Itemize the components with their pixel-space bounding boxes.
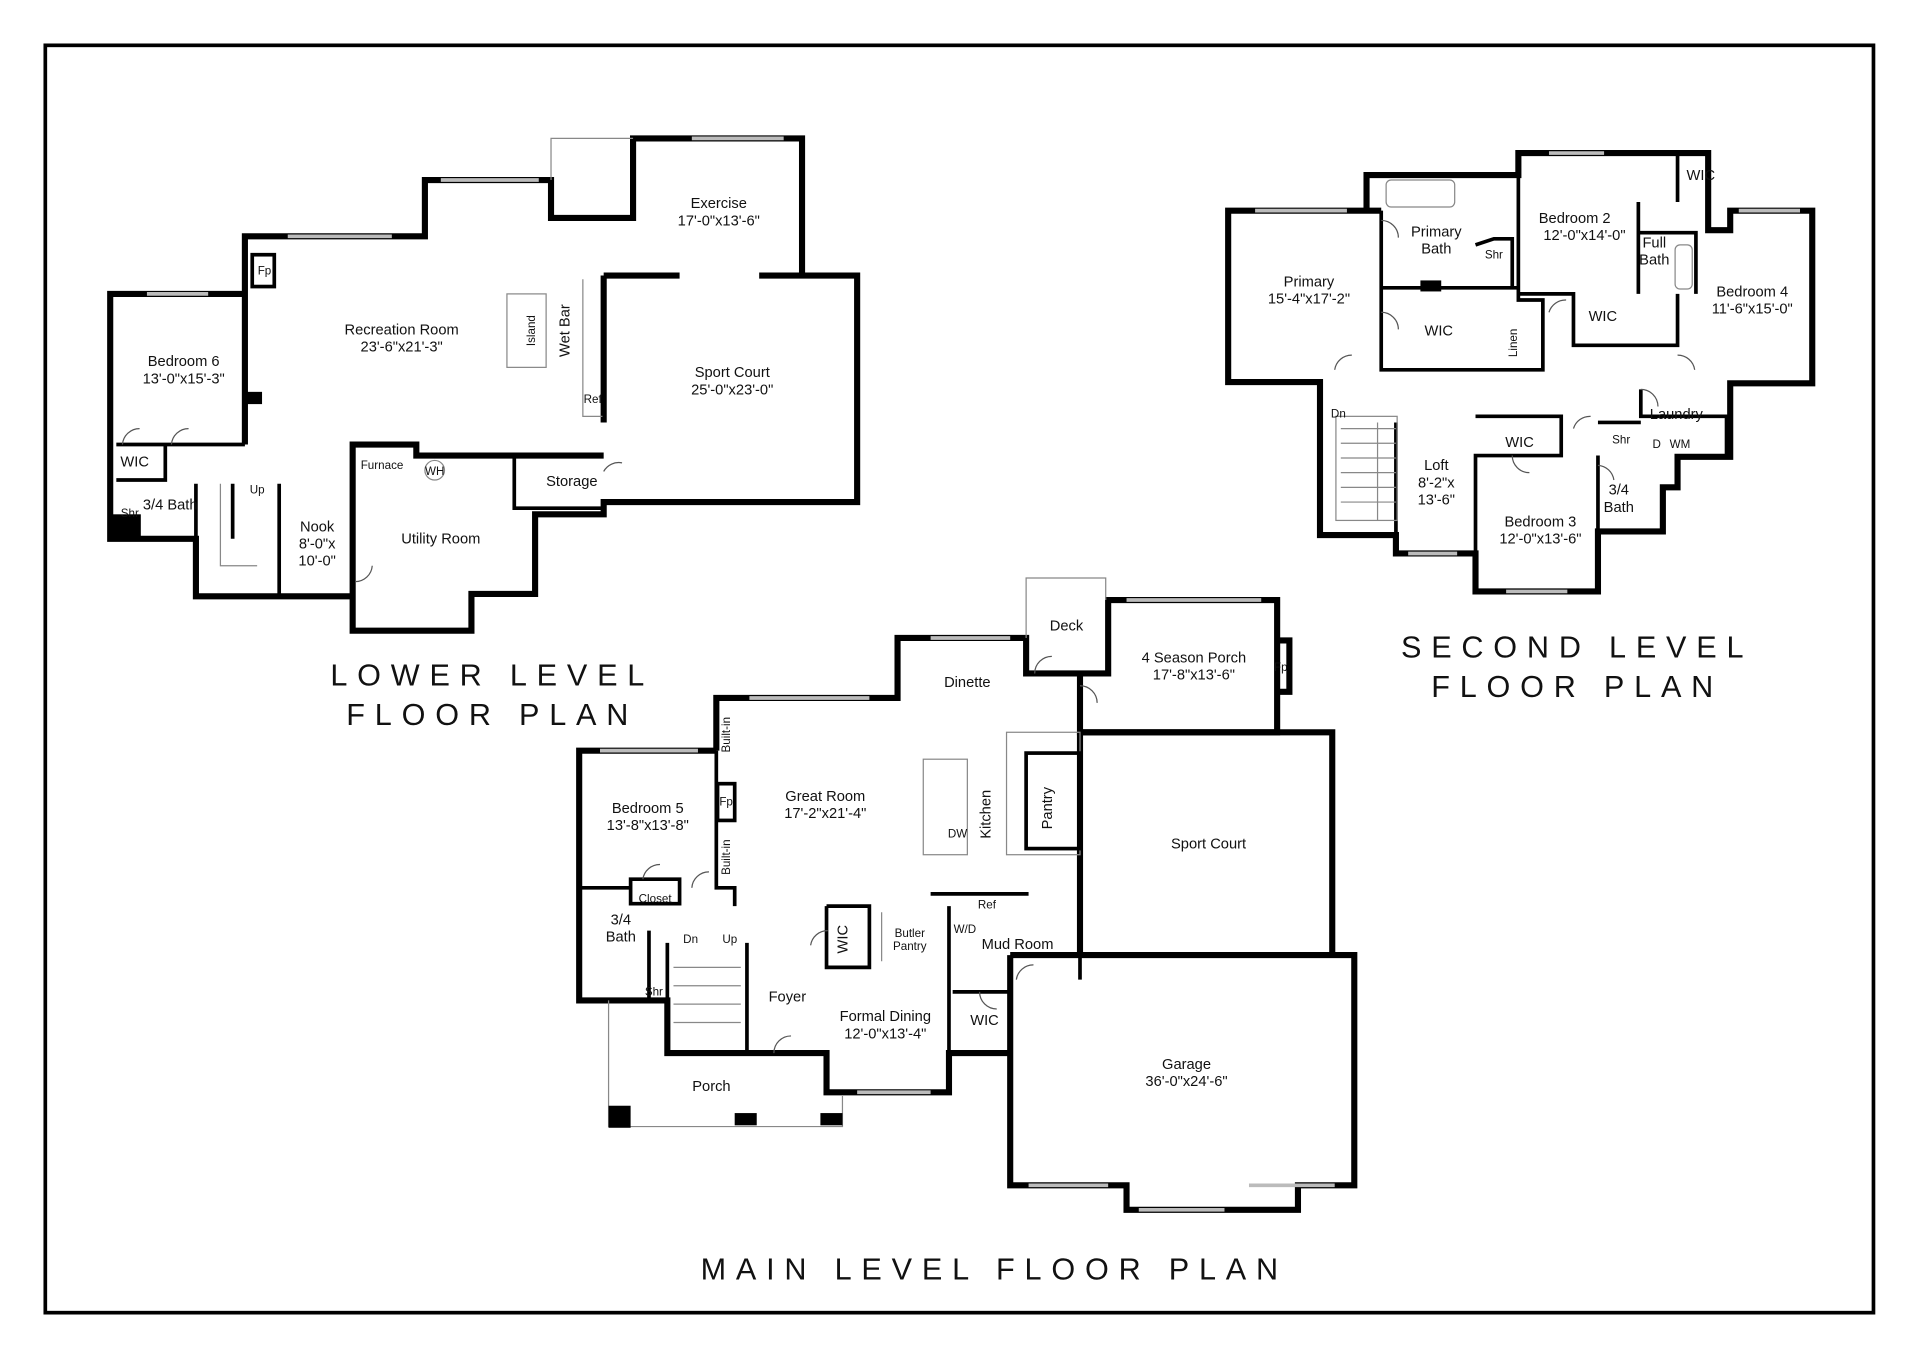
- room-label: WIC: [1589, 309, 1618, 325]
- room-label: Pantry: [893, 940, 927, 953]
- room-label: WIC: [1424, 324, 1453, 340]
- room-label: Pantry: [1040, 786, 1056, 829]
- room-label: Formal Dining: [840, 1009, 931, 1025]
- room-label: Butler: [895, 927, 925, 940]
- stair-label: Up: [722, 933, 737, 946]
- room-label: WIC: [835, 925, 851, 954]
- room-label: Closet: [639, 892, 673, 905]
- room-dimensions: 15'-4"x17'-2": [1268, 292, 1350, 308]
- room-dimensions: 17'-0"x13'-6": [678, 213, 760, 229]
- fixture-label: Built-in: [720, 717, 733, 753]
- room-label: Sport Court: [1171, 837, 1246, 853]
- fixture-label: Shr: [1612, 433, 1630, 446]
- room-label: Primary: [1284, 275, 1335, 291]
- room-dimensions: 25'-0"x23'-0": [691, 382, 773, 398]
- room-label: Dinette: [944, 675, 991, 691]
- room-label: 3/4: [1609, 483, 1629, 499]
- main-level-title: MAIN LEVEL FLOOR PLAN: [701, 1253, 1288, 1287]
- room-label: Bath: [1421, 241, 1451, 257]
- room-label: Mud Room: [982, 937, 1054, 953]
- appliance-label: W/D: [954, 923, 977, 936]
- room-label: Bedroom 6: [148, 354, 220, 370]
- fixture-label: Fp: [1274, 661, 1288, 674]
- room-label: WIC: [970, 1013, 999, 1029]
- fixture-label: Ref: [584, 393, 603, 406]
- fixture-label: Built-in: [720, 839, 733, 875]
- room-dimensions: 11'-6"x15'-0": [1712, 301, 1793, 317]
- main-level-plan: Deck Dinette 4 Season Porch 17'-8"x13'-6…: [576, 577, 1358, 1213]
- stair-label: Up: [250, 483, 265, 496]
- room-dimensions: 13'-0"x15'-3": [143, 371, 225, 387]
- room-label: Bedroom 5: [612, 801, 684, 817]
- room-label: Exercise: [691, 196, 747, 212]
- room-label: Wet Bar: [557, 304, 573, 357]
- appliance-label: WM: [1670, 438, 1691, 451]
- room-label: Bedroom 3: [1504, 515, 1576, 531]
- room-label: Bedroom 4: [1716, 284, 1788, 300]
- room-dimensions: 12'-0"x13'-4": [844, 1026, 926, 1042]
- room-label: Primary: [1411, 224, 1462, 240]
- appliance-label: D: [1653, 438, 1661, 451]
- second-level-subtitle: FLOOR PLAN: [1431, 670, 1723, 704]
- room-label: Bath: [1639, 253, 1669, 269]
- room-label: Bedroom 2: [1539, 211, 1611, 227]
- room-dimensions: 23'-6"x21'-3": [361, 339, 443, 355]
- room-dimensions: 17'-8"x13'-6": [1153, 668, 1235, 684]
- room-dimensions: 13'-6": [1418, 493, 1455, 509]
- sheet-border: [43, 43, 1876, 1315]
- room-label: Bath: [606, 930, 636, 946]
- room-label: WIC: [1505, 435, 1534, 451]
- room-label: Garage: [1162, 1057, 1211, 1073]
- room-label: Kitchen: [979, 790, 995, 839]
- room-label: Utility Room: [401, 532, 480, 548]
- room-label: Nook: [300, 519, 335, 535]
- room-dimensions: 8'-0"x: [299, 537, 336, 553]
- room-dimensions: 12'-0"x14'-0": [1543, 228, 1625, 244]
- room-dimensions: 17'-2"x21'-4": [784, 806, 866, 822]
- room-label: WIC: [120, 455, 149, 471]
- room-label: Porch: [692, 1079, 730, 1095]
- room-label: Loft: [1424, 458, 1449, 474]
- fixture-label: WH: [425, 465, 444, 478]
- lower-level-subtitle: FLOOR PLAN: [346, 698, 638, 732]
- appliance-label: Ref: [978, 899, 997, 912]
- room-label: Full: [1642, 235, 1666, 251]
- stair-label: Dn: [1331, 408, 1346, 421]
- room-label: Deck: [1050, 619, 1084, 635]
- lower-level-plan: Exercise 17'-0"x13'-6" Recreation Room 2…: [107, 135, 861, 634]
- room-dimensions: 12'-0"x13'-6": [1499, 532, 1581, 548]
- fixture-label: Island: [525, 315, 538, 346]
- room-label: Recreation Room: [344, 322, 458, 338]
- room-dimensions: 36'-0"x24'-6": [1145, 1074, 1227, 1090]
- room-label: Linen: [1507, 329, 1520, 357]
- room-dimensions: 13'-8"x13'-8": [607, 818, 689, 834]
- room-label: Foyer: [769, 990, 807, 1006]
- room-label: 3/4: [611, 913, 631, 929]
- second-level-title: SECOND LEVEL: [1401, 631, 1753, 665]
- room-dimensions: 8'-2"x: [1418, 475, 1455, 491]
- fixture-label: Shr: [121, 507, 139, 520]
- room-label: Sport Court: [695, 365, 770, 381]
- room-label: Bath: [1604, 500, 1634, 516]
- fixture-label: Furnace: [361, 459, 404, 472]
- room-label: Storage: [546, 474, 597, 490]
- second-level-plan: Primary 15'-4"x17'-2" Primary Bath Shr B…: [1225, 150, 1816, 595]
- fixture-label: Shr: [1485, 248, 1503, 261]
- room-label: 4 Season Porch: [1142, 650, 1247, 666]
- stair-label: Dn: [683, 933, 698, 946]
- fixture-label: Shr: [645, 986, 663, 999]
- lower-level-title: LOWER LEVEL: [330, 659, 654, 693]
- room-label: Great Room: [785, 789, 865, 805]
- room-label: 3/4 Bath: [143, 497, 198, 513]
- room-label: Laundry: [1650, 407, 1704, 423]
- room-label: WIC: [1687, 168, 1716, 184]
- room-dimensions: 10'-0": [298, 554, 335, 570]
- appliance-label: DW: [948, 828, 967, 841]
- fixture-label: Fp: [258, 264, 272, 277]
- fixture-label: Fp: [719, 796, 733, 809]
